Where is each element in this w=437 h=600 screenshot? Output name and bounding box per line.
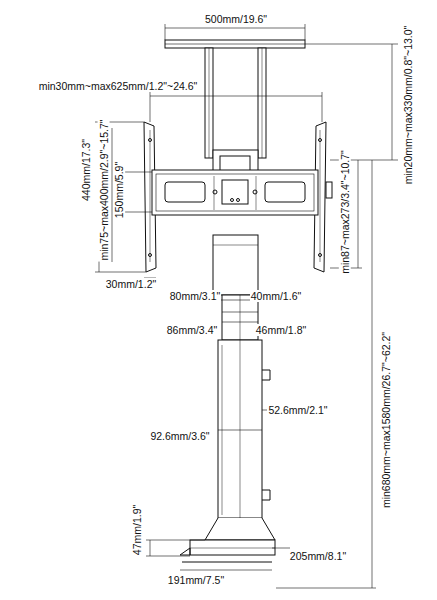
dimension-label: 46mm/1.8" <box>255 324 307 336</box>
dimension-label: 40mm/1.6" <box>250 290 302 302</box>
dimension-label: 47mm/1.9" <box>131 504 143 556</box>
dimension-label: min680mm~max1580mm/26.7"~62.2" <box>380 331 392 509</box>
dimension-label: 500mm/19.6" <box>204 13 268 25</box>
dimension-label: min87~max273/3.4"~10.7" <box>339 149 351 275</box>
dimension-label: min75~max400mm/2.9"~15.7" <box>98 118 110 261</box>
dimension-label: 205mm/8.1" <box>289 550 347 562</box>
dimension-label: min20mm~max330mm/0.8"~13.0" <box>402 25 414 186</box>
dimension-label: min30mm~max625mm/1.2"~24.6" <box>38 80 199 92</box>
dimension-label: 80mm/3.1" <box>169 290 221 302</box>
dimension-label: 191mm/7.5" <box>167 574 225 586</box>
dimension-label: 52.6mm/2.1" <box>267 404 328 416</box>
dimension-label: 150mm/5.9" <box>113 161 125 219</box>
dimension-label: 86mm/3.4" <box>166 324 218 336</box>
dimension-label: 30mm/1.2" <box>105 278 157 290</box>
dimension-label: 440mm/17.3" <box>80 138 92 202</box>
dimension-label: 92.6mm/3.6" <box>149 430 210 442</box>
